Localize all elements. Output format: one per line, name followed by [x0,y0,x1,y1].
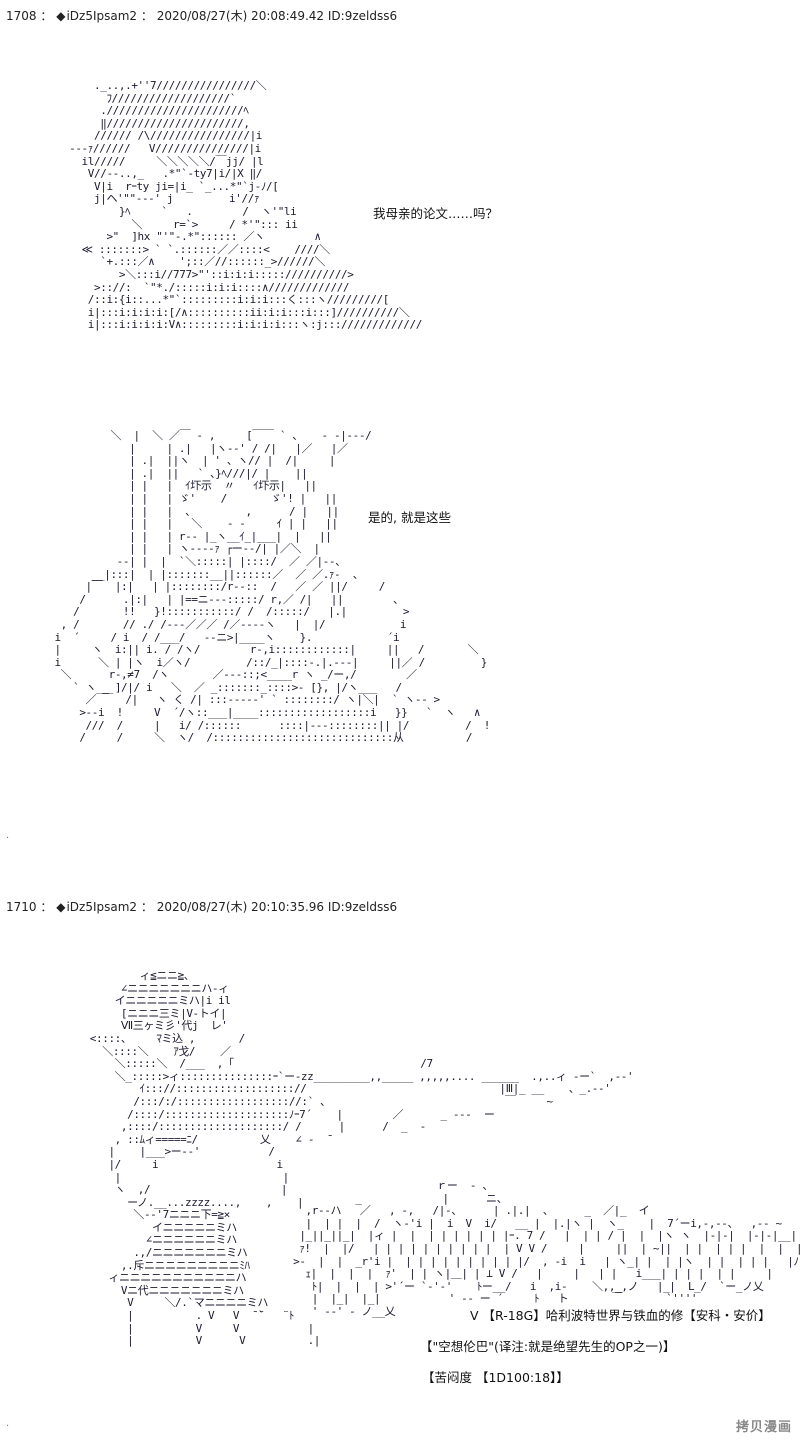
trip-code: iDz5Ipsam2 [66,9,138,23]
post-header-1710: 1710 ： ◆iDz5Ipsam2 ： 2020/08/27(木) 20:10… [6,900,397,914]
dialogue-line-1: 我母亲的论文……吗？ [373,206,499,221]
tag-line-2: 【"空想伦巴"(译注:就是绝望先生的OP之一)】 [420,1339,676,1354]
post-header-1708: 1708 ： ◆iDz5Ipsam2 ： 2020/08/27(木) 20:08… [6,9,397,23]
separator-dot: . [6,1418,10,1429]
post-datetime: 2020/08/27(木) 20:10:35.96 [156,900,325,914]
post-id: ID:9zeldss6 [327,900,398,914]
tag-line-1: V 【R-18G】哈利波特世界与铁血的修【安科・安价】 [470,1308,771,1323]
trip-code: iDz5Ipsam2 [66,900,138,914]
watermark-logo: 拷贝漫画 [735,1420,792,1435]
ascii-art-figure-3: ィ≦ニニ≧、 ∠ニニニニニニニハ-ィ イニニニニニミハ|i il [ニニニ三ミ|… [89,969,634,1348]
dialogue-line-2: 是的, 就是这些 [368,510,451,525]
separator: ： [140,9,153,23]
separator: ： [40,9,53,23]
ascii-art-figure-1: ._..,.+''7////////////////＼ ﾌ///////////… [69,79,422,332]
ascii-art-title-lettering: ｒー - 、 _ | ニ、 ,r--ハ ／ , -, /|-、 | .|.| 、… [293,1179,800,1318]
ascii-art-figure-2: ＼ | ＼ ／￣ - , [￣￣ ` 、 - -|---/ | | .| |ヽ-… [54,429,491,745]
post-number: 1710 [6,900,37,914]
separator: ： [40,900,53,914]
post-datetime: 2020/08/27(木) 20:08:49.42 [156,9,325,23]
separator: ： [140,900,153,914]
diamond-icon: ◆ [56,9,66,23]
diamond-icon: ◆ [56,900,66,914]
separator-dot: . [6,830,10,841]
tag-line-3: 【苦闷度 【1D100:18】】 [422,1370,569,1385]
post-number: 1708 [6,9,37,23]
post-id: ID:9zeldss6 [327,9,398,23]
